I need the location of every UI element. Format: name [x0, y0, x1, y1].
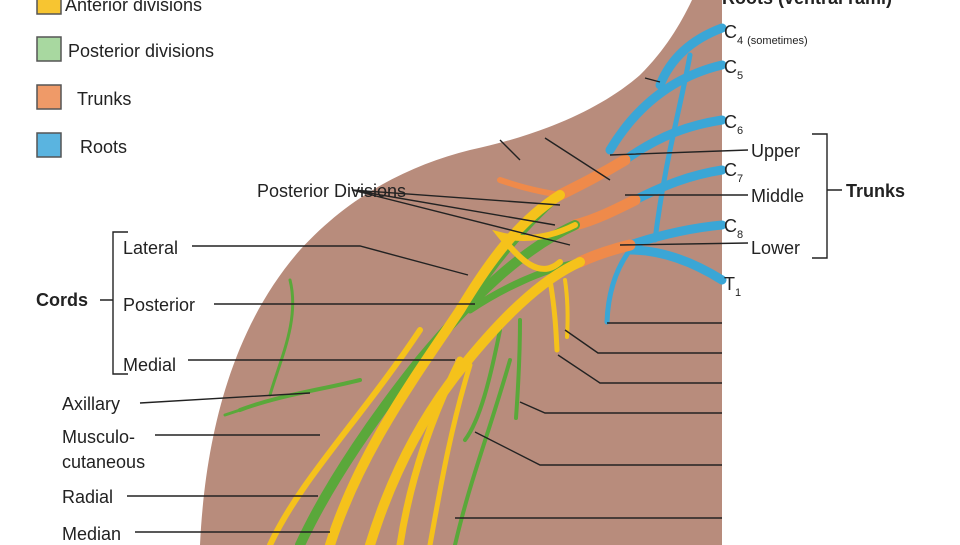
legend-label-posterior: Posterior divisions — [68, 41, 214, 61]
trunk-label-middle: Middle — [751, 186, 804, 206]
root-label-c6: C6 — [724, 112, 743, 137]
title: Roots (ventral rami) — [722, 0, 892, 8]
cord-label-medial: Medial — [123, 355, 176, 375]
cords-group-label: Cords — [36, 290, 88, 310]
posterior-divisions-label: Posterior Divisions — [257, 181, 406, 201]
nerve-label-musculocutaneous-1: Musculo- — [62, 427, 135, 447]
cord-labels: Cords Lateral Posterior Medial — [36, 231, 475, 375]
nerve-label-axillary: Axillary — [62, 394, 120, 414]
legend-swatch-trunks — [36, 84, 62, 110]
nerve-label-radial: Radial — [62, 487, 113, 507]
legend-swatch-roots — [36, 132, 62, 158]
nerve-labels: Axillary Musculo- cutaneous Radial Media… — [62, 392, 330, 544]
trunks-group-label: Trunks — [846, 181, 905, 201]
root-label-c8: C8 — [724, 216, 743, 241]
legend-label-anterior: Anterior divisions — [65, 0, 202, 15]
legend-swatch-anterior — [36, 0, 62, 15]
trunk-label-upper: Upper — [751, 141, 800, 161]
root-labels: C4(sometimes) C5 C6 C7 C8 T1 — [724, 22, 808, 299]
legend: Anterior divisions Posterior divisions T… — [36, 0, 214, 158]
legend-label-trunks: Trunks — [77, 89, 131, 109]
legend-label-roots: Roots — [80, 137, 127, 157]
nerve-label-musculocutaneous-2: cutaneous — [62, 452, 145, 472]
right-leader-lines — [455, 77, 722, 519]
cord-label-lateral: Lateral — [123, 238, 178, 258]
anterior-divisions — [267, 190, 585, 545]
root-label-t1: T1 — [724, 274, 741, 299]
root-label-c4: C4(sometimes) — [724, 22, 808, 47]
root-label-c5: C5 — [724, 57, 743, 82]
trunk-labels: Upper Middle Lower Trunks — [609, 133, 905, 259]
nerve-label-median: Median — [62, 524, 121, 544]
trunk-label-lower: Lower — [751, 238, 800, 258]
legend-swatch-posterior — [36, 36, 62, 62]
cord-label-posterior: Posterior — [123, 295, 195, 315]
root-label-c7: C7 — [724, 160, 743, 185]
